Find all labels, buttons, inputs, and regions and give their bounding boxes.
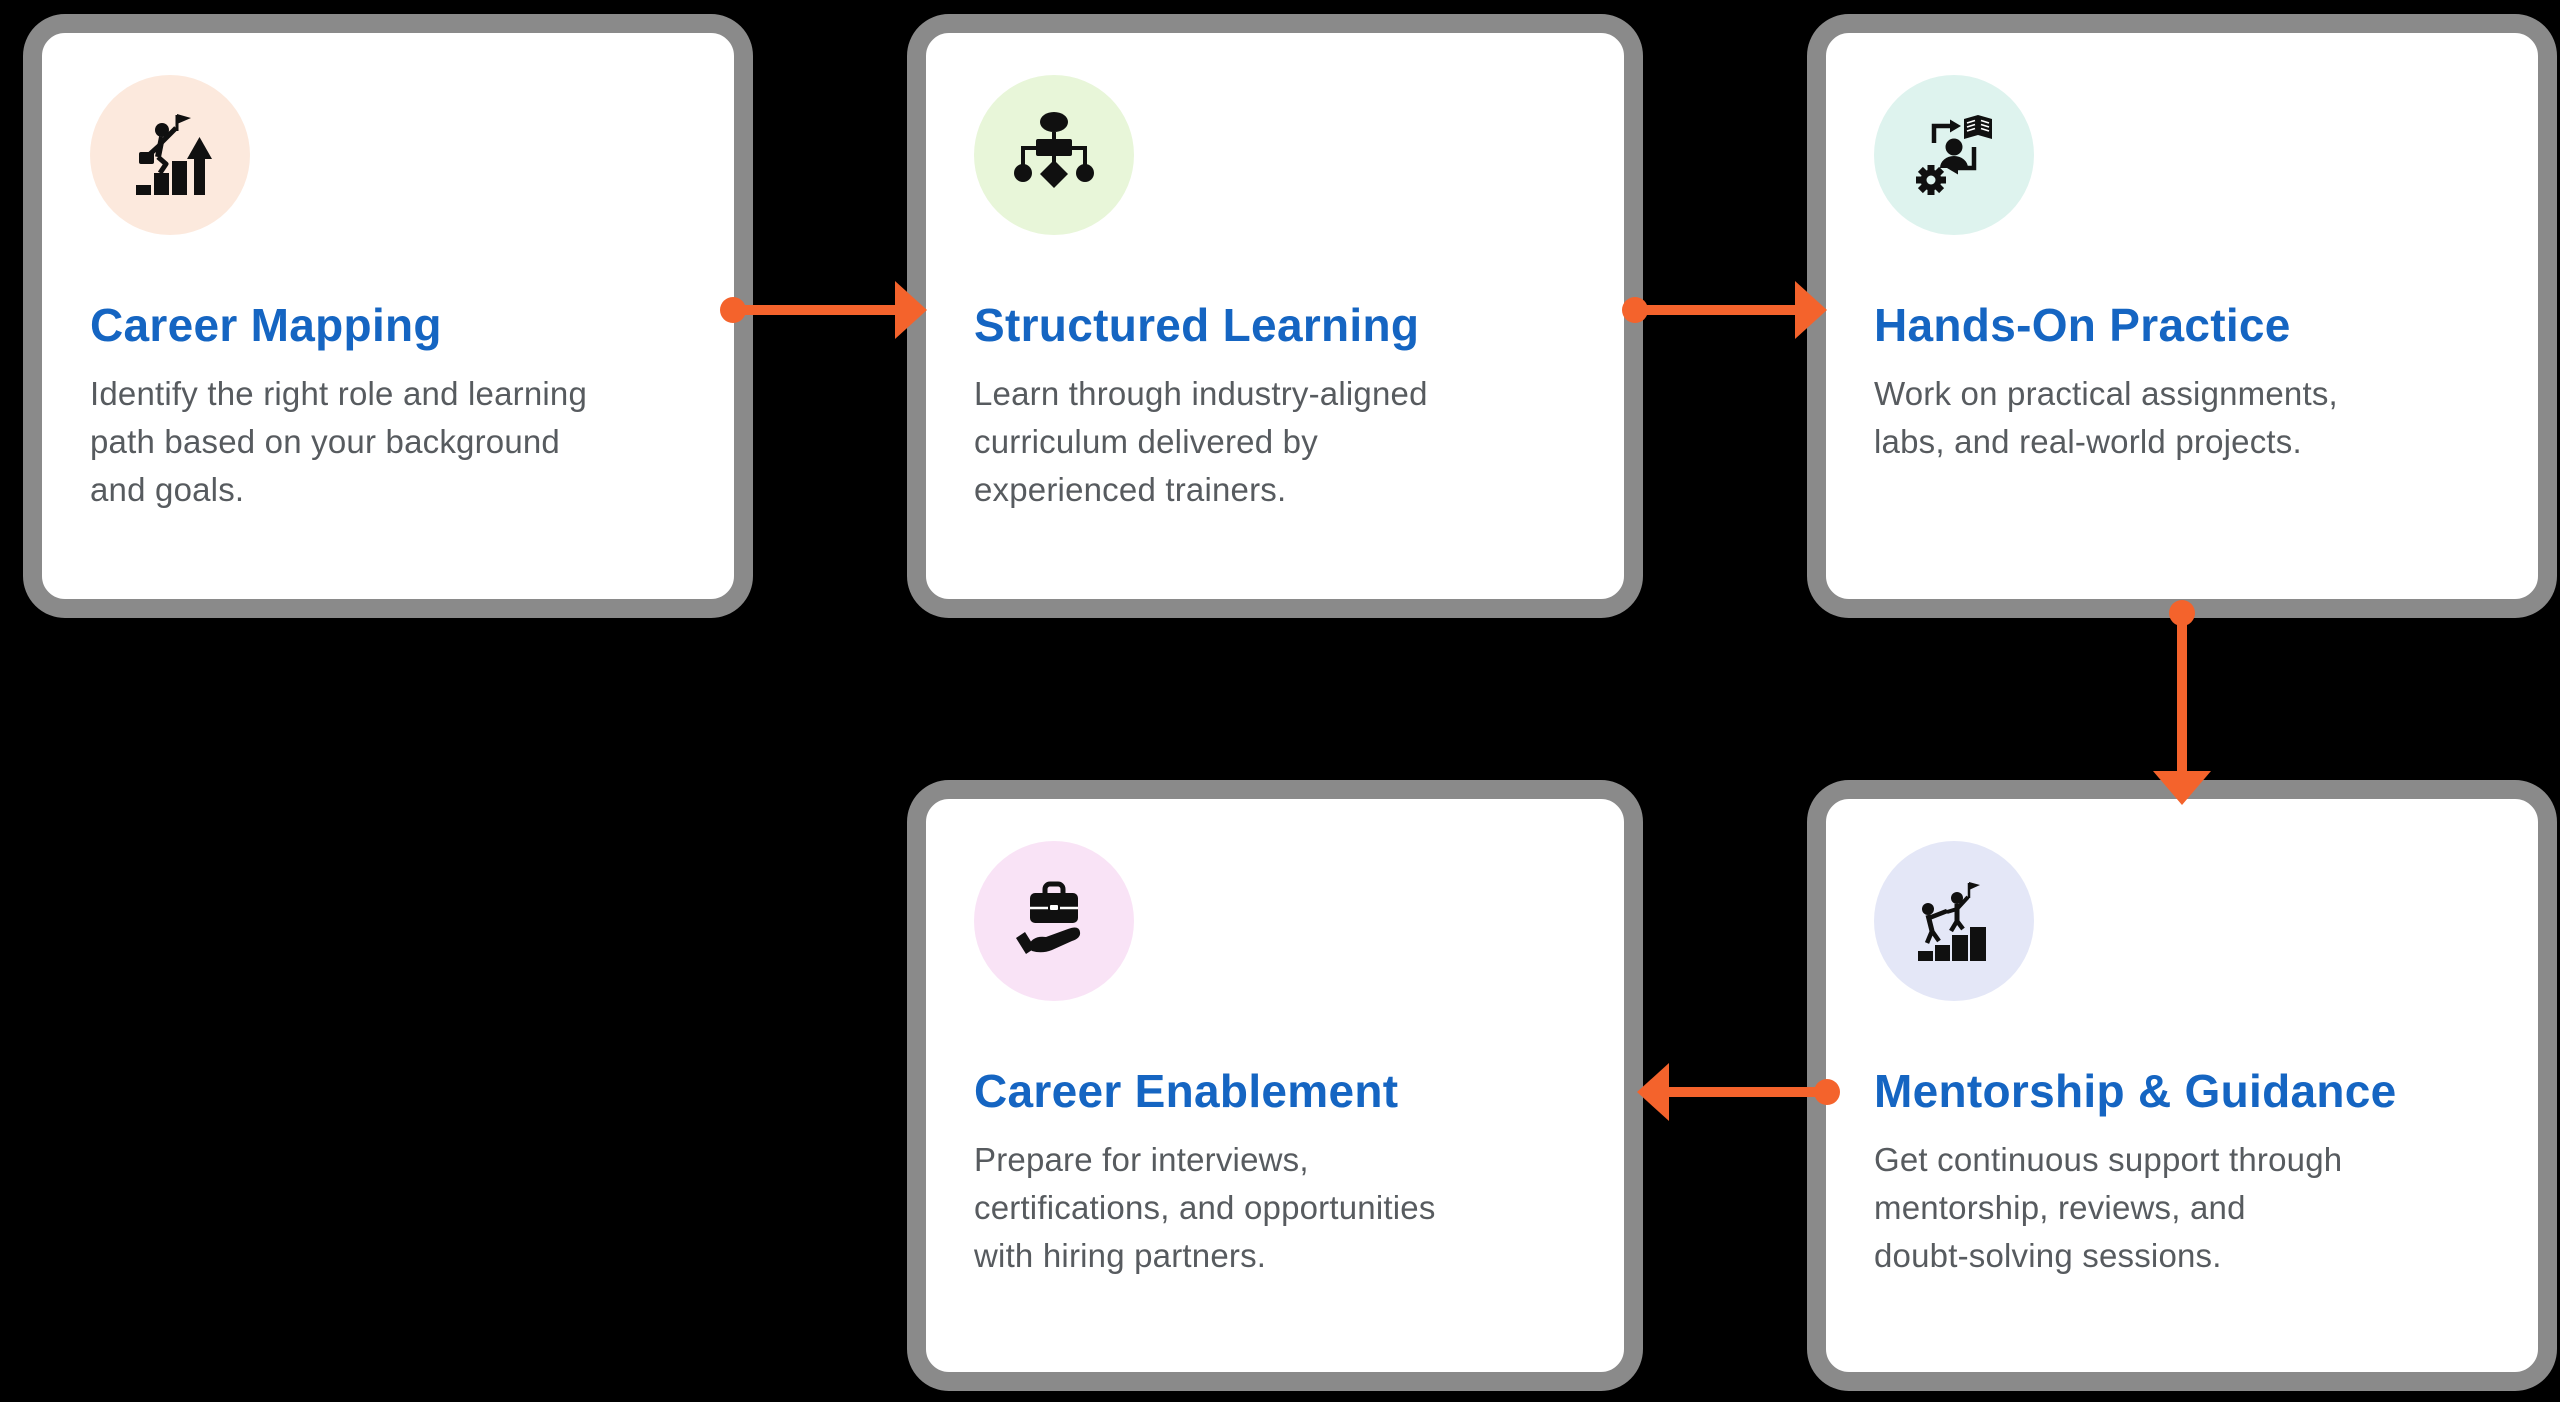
arrow-handson-to-mentorship bbox=[2153, 600, 2211, 805]
card-description: Learn through industry-aligned curriculu… bbox=[974, 374, 1428, 508]
card-description: Identify the right role and learning pat… bbox=[90, 374, 588, 508]
flowchart-icon-svg bbox=[1014, 112, 1094, 188]
card-career-mapping: Career Mapping Identify the right role a… bbox=[23, 14, 753, 618]
card-title: Structured Learning bbox=[974, 299, 1420, 351]
career-growth-icon-svg bbox=[136, 114, 212, 195]
mentor-climb-icon bbox=[1874, 841, 2034, 1001]
hand-briefcase-icon-svg bbox=[1016, 881, 1081, 954]
card-description: Get continuous support through mentorshi… bbox=[1874, 1140, 2343, 1274]
mentor-climb-icon-svg bbox=[1918, 882, 1986, 961]
card-mentorship-guidance: Mentorship & Guidance Get continuous sup… bbox=[1807, 780, 2557, 1391]
card-title: Mentorship & Guidance bbox=[1874, 1065, 2397, 1117]
practice-process-icon-svg bbox=[1916, 115, 1992, 195]
card-title: Career Enablement bbox=[974, 1065, 1399, 1117]
card-description: Prepare for interviews, certifications, … bbox=[974, 1140, 1436, 1274]
card-hands-on-practice: Hands-On Practice Work on practical assi… bbox=[1807, 14, 2557, 618]
arrow-structured-to-handson bbox=[1622, 281, 1827, 339]
hand-briefcase-icon bbox=[974, 841, 1134, 1001]
flowchart-icon bbox=[974, 75, 1134, 235]
card-description: Work on practical assignments, labs, and… bbox=[1874, 374, 2338, 460]
card-title: Hands-On Practice bbox=[1874, 299, 2291, 351]
card-career-enablement: Career Enablement Prepare for interviews… bbox=[907, 780, 1643, 1391]
card-structured-learning: Structured Learning Learn through indust… bbox=[907, 14, 1643, 618]
card-title: Career Mapping bbox=[90, 299, 442, 351]
career-growth-icon bbox=[90, 75, 250, 235]
practice-process-icon bbox=[1874, 75, 2034, 235]
